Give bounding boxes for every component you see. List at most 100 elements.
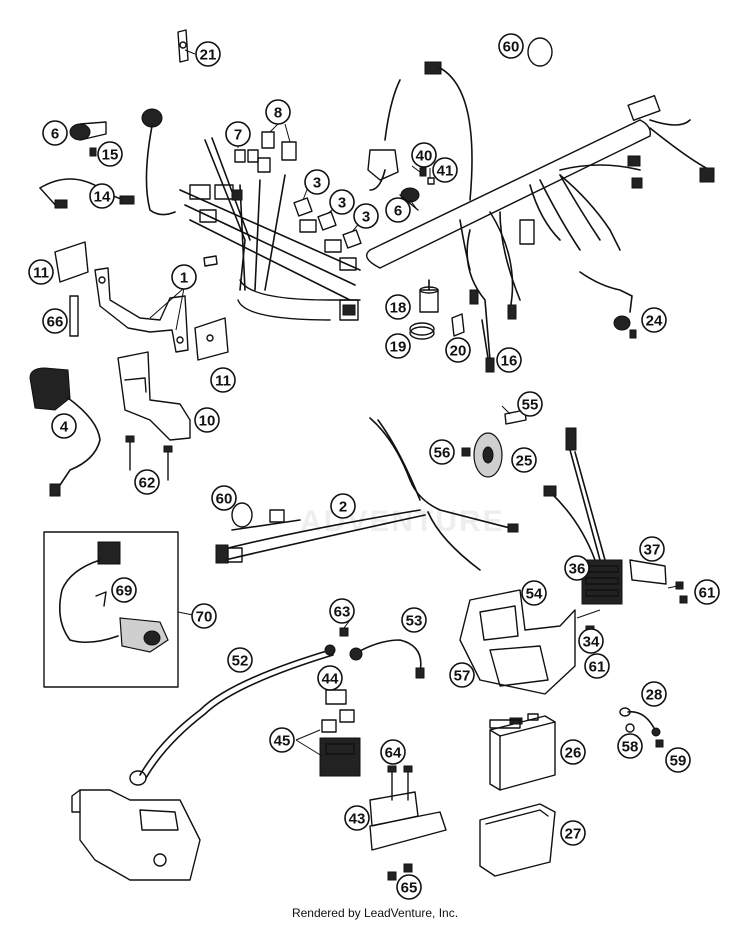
callout-21: 21	[195, 41, 221, 67]
part-57-insert	[489, 645, 549, 687]
callout-circle	[511, 447, 537, 473]
callout-62: 62	[134, 469, 160, 495]
callout-circle	[560, 820, 586, 846]
callout-70: 70	[191, 603, 217, 629]
callout-number: 69	[116, 583, 133, 600]
part-11-plate-lower	[194, 317, 229, 361]
callout-circle	[617, 733, 643, 759]
callout-43: 43	[344, 805, 370, 831]
part-6-clamp	[69, 121, 107, 141]
callout-number: 57	[454, 668, 471, 685]
callout-52: 52	[227, 647, 253, 673]
callout-circle	[498, 33, 524, 59]
callout-18: 18	[385, 294, 411, 320]
callout-circle	[665, 747, 691, 773]
part-55-bracket	[504, 409, 527, 425]
callout-number: 65	[401, 880, 418, 897]
callout-19: 19	[385, 333, 411, 359]
callout-4: 4	[51, 413, 77, 439]
part-1-bracket	[94, 267, 189, 353]
callout-57: 57	[449, 662, 475, 688]
callout-circle	[385, 333, 411, 359]
part-19-ring	[409, 322, 435, 340]
callout-10: 10	[194, 407, 220, 433]
callout-11: 11	[210, 367, 236, 393]
part-66-sleeve	[69, 295, 79, 337]
callout-number: 19	[390, 339, 407, 356]
callout-number: 3	[313, 175, 321, 192]
callout-circle	[211, 485, 237, 511]
part-4-switch	[29, 367, 101, 497]
callout-circle	[560, 739, 586, 765]
callout-circle	[380, 739, 406, 765]
callout-circle	[28, 259, 54, 285]
part-14-sensor	[39, 178, 135, 209]
callout-44: 44	[317, 665, 343, 691]
callout-circle	[227, 647, 253, 673]
callout-circle	[265, 99, 291, 125]
part-63-screw	[339, 627, 349, 637]
callout-number: 60	[216, 491, 233, 508]
callout-24: 24	[641, 307, 667, 333]
callout-14: 14	[89, 183, 115, 209]
part-70-kit-box	[43, 531, 179, 688]
part-26-battery	[489, 713, 556, 791]
callout-25: 25	[511, 447, 537, 473]
callout-65: 65	[396, 874, 422, 900]
callout-number: 62	[139, 475, 156, 492]
callout-circle	[641, 681, 667, 707]
part-16-sensor	[481, 319, 489, 359]
part-8-connector	[257, 131, 297, 173]
callout-circle	[694, 579, 720, 605]
callout-circle	[330, 493, 356, 519]
part-2-harness	[215, 417, 519, 571]
callout-56: 56	[429, 439, 455, 465]
callout-number: 70	[196, 609, 213, 626]
callout-circle	[329, 189, 355, 215]
callout-number: 3	[338, 195, 346, 212]
part-60-cable-tie-lower	[231, 502, 253, 528]
part-18-capacitor	[419, 279, 439, 313]
callout-number: 34	[583, 634, 600, 651]
callout-number: 45	[274, 733, 291, 750]
callout-63: 63	[329, 598, 355, 624]
callout-circle	[42, 120, 68, 146]
callout-number: 61	[699, 585, 716, 602]
callout-circle	[344, 805, 370, 831]
callout-number: 18	[390, 300, 407, 317]
callout-circle	[639, 536, 665, 562]
callout-circle	[51, 413, 77, 439]
part-20-bracket	[451, 313, 465, 337]
callout-circle	[171, 264, 197, 290]
callout-circle	[641, 307, 667, 333]
callout-1: 1	[171, 264, 197, 290]
callout-28: 28	[641, 681, 667, 707]
callout-number: 66	[47, 314, 64, 331]
callout-circle	[225, 121, 251, 147]
callout-number: 64	[385, 745, 402, 762]
callout-number: 6	[51, 126, 59, 143]
part-1-wiring-harness	[179, 137, 361, 321]
part-10-bracket	[117, 351, 191, 441]
callout-number: 21	[200, 47, 217, 64]
callout-3: 3	[329, 189, 355, 215]
callout-36: 36	[564, 555, 590, 581]
callout-circle	[329, 598, 355, 624]
part-54-battery-cover	[459, 589, 576, 695]
part-28-ground-wire	[619, 707, 661, 737]
callout-circle	[385, 294, 411, 320]
callout-circle	[432, 157, 458, 183]
callout-number: 59	[670, 753, 687, 770]
pickup-coil	[141, 108, 176, 216]
callout-number: 55	[522, 397, 539, 414]
callout-circle	[445, 337, 471, 363]
callout-37: 37	[639, 536, 665, 562]
part-27-battery-case	[479, 803, 556, 877]
callout-circle	[385, 197, 411, 223]
callout-number: 20	[450, 343, 467, 360]
callout-number: 58	[622, 739, 639, 756]
part-64-bolts	[387, 765, 413, 801]
callout-number: 1	[180, 270, 188, 287]
callout-number: 52	[232, 653, 249, 670]
